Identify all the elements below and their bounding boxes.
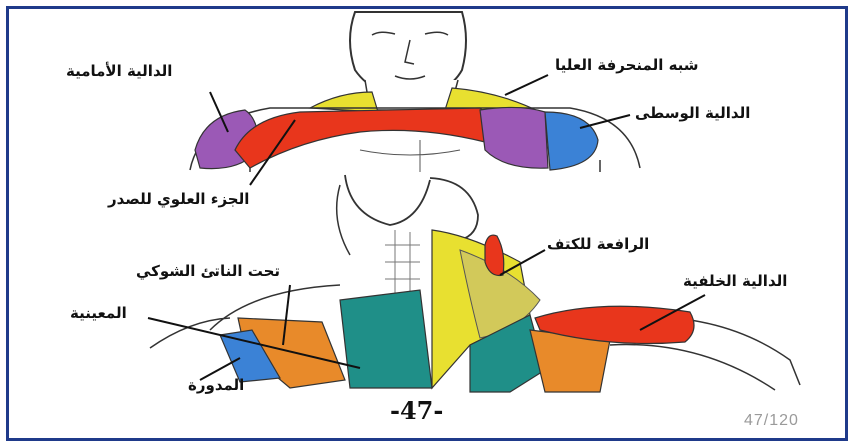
label-posterior-deltoid: الدالية الخلفية xyxy=(683,272,787,290)
label-rhomboid: المعينية xyxy=(70,304,127,322)
label-infraspinatus: تحت الناتئ الشوكي xyxy=(136,262,280,280)
label-levator-scapulae: الرافعة للكتف xyxy=(547,235,649,253)
page-number: -47- xyxy=(390,396,443,425)
upper-chest xyxy=(235,108,489,168)
label-teres: المدورة xyxy=(188,376,244,394)
rhomboid-teal-left xyxy=(340,290,432,388)
page-counter: 47/120 xyxy=(744,412,799,430)
trapezius-left xyxy=(310,92,378,112)
middle-deltoid xyxy=(545,112,598,170)
label-middle-deltoid: الدالية الوسطى xyxy=(635,104,750,122)
leader-middle-deltoid xyxy=(580,115,630,128)
label-upper-chest: الجزء العلوي للصدر xyxy=(108,190,249,208)
levator-scapulae xyxy=(485,235,504,275)
label-anterior-deltoid: الدالية الأمامية xyxy=(66,62,172,80)
label-upper-trapezius: شبه المنحرفة العليا xyxy=(555,56,699,74)
leader-upper-trapezius xyxy=(505,75,548,95)
front-figure xyxy=(190,12,640,172)
anterior-deltoid-right xyxy=(480,107,548,168)
